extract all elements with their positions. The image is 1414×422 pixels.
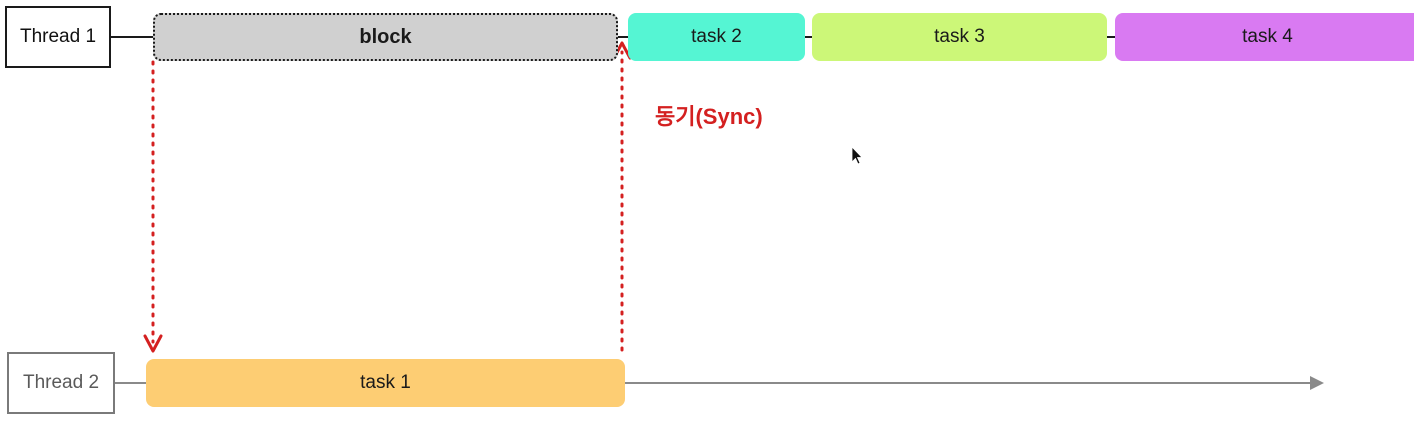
task2-box: task 2	[628, 13, 805, 61]
task3-box: task 3	[812, 13, 1107, 61]
task1-box: task 1	[146, 359, 625, 407]
sync-annotation: 동기(Sync)	[655, 104, 763, 129]
task4-box: task 4	[1115, 13, 1414, 61]
mouse-cursor-icon	[851, 146, 863, 165]
thread1-label: Thread 1	[5, 6, 111, 68]
thread2-label: Thread 2	[7, 352, 115, 414]
thread2-arrowhead	[1310, 376, 1324, 390]
block-task: block	[153, 13, 618, 61]
dispatch-arrowhead	[143, 334, 163, 353]
